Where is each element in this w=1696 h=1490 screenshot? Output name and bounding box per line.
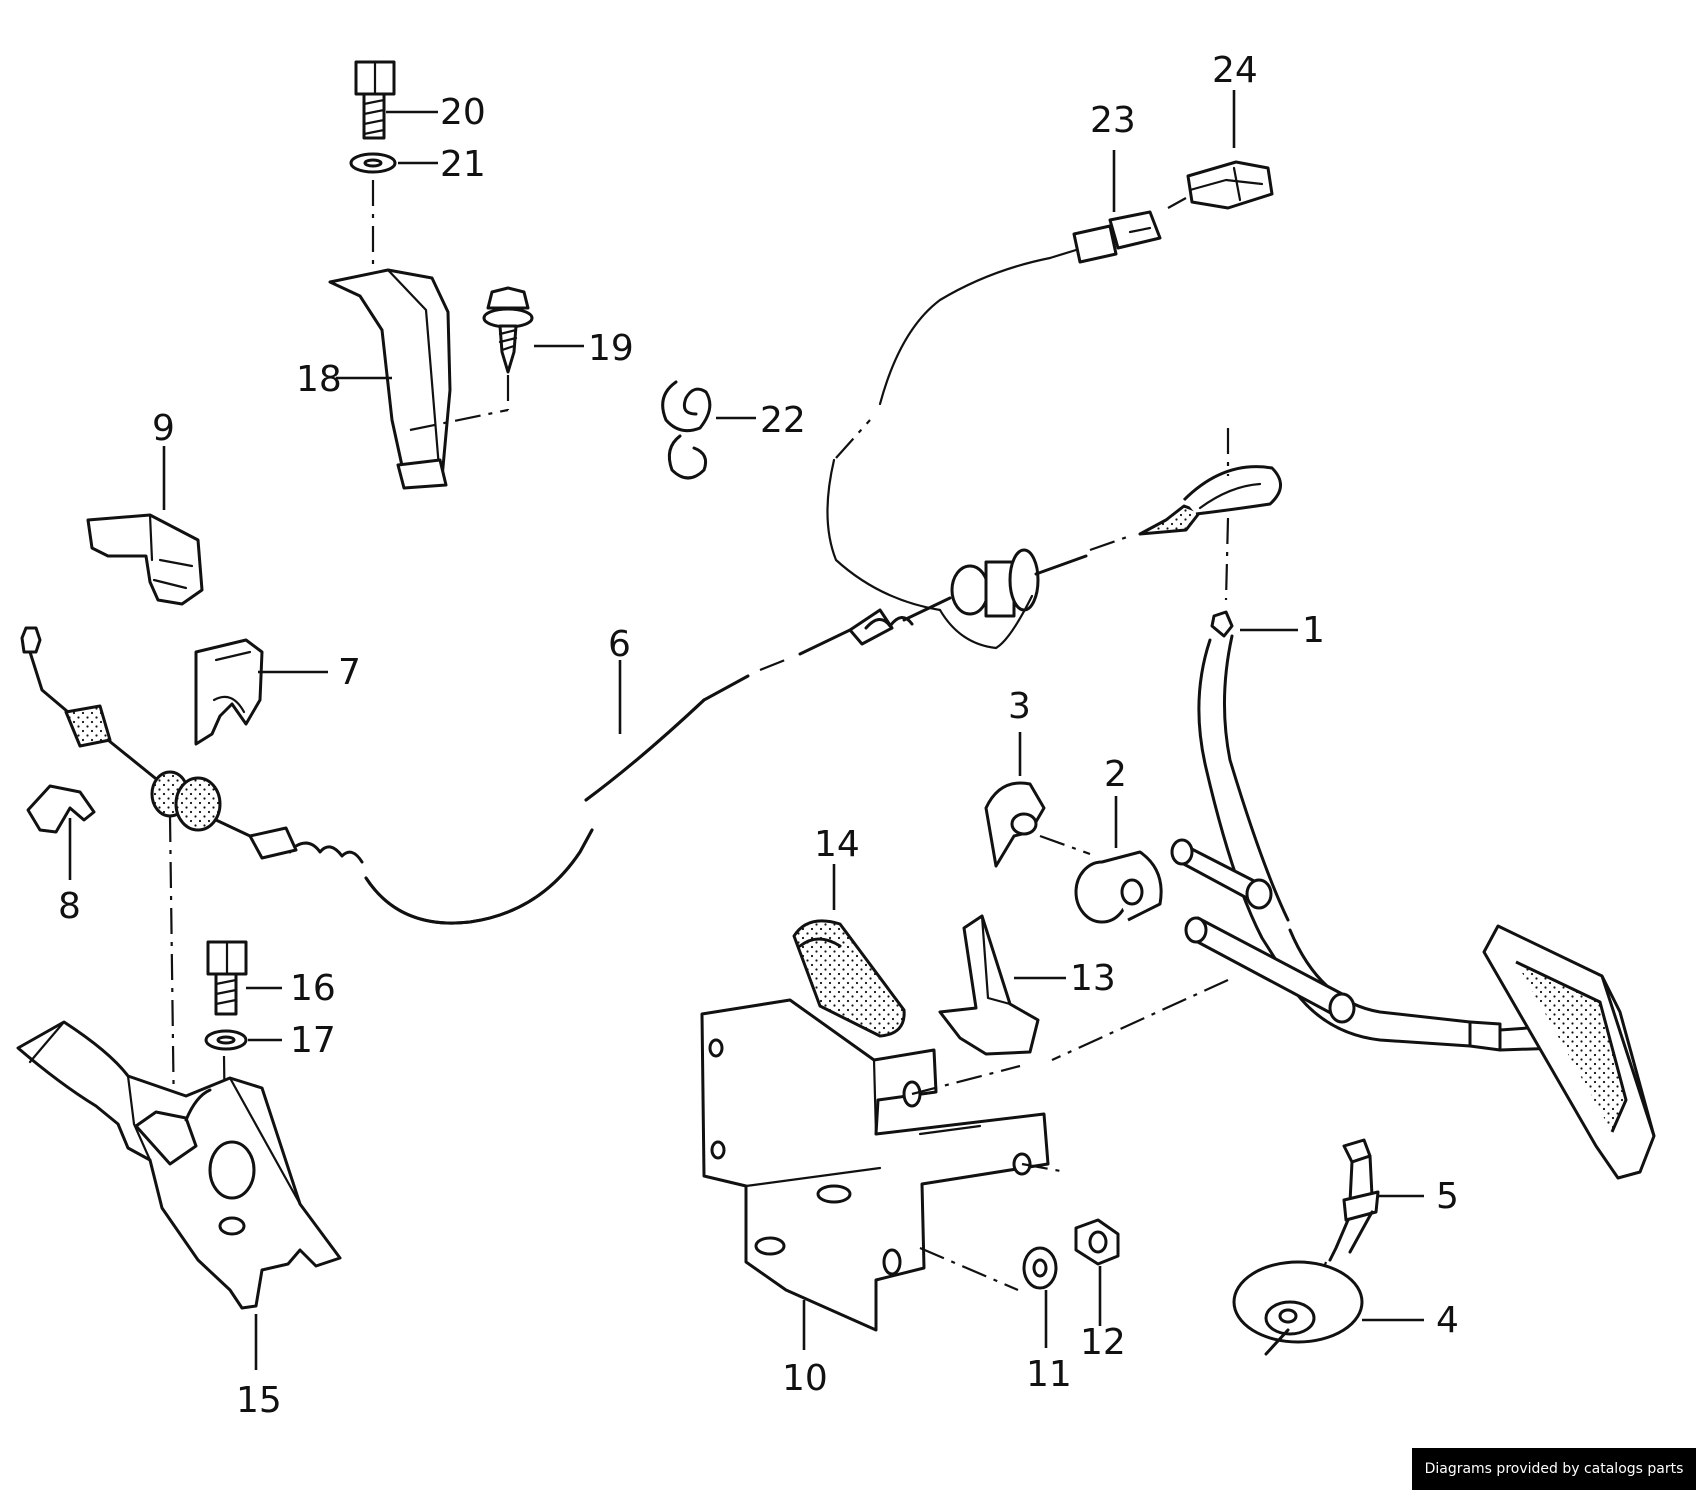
axis-line — [1224, 517, 1230, 601]
callout-11: 11 — [1026, 1354, 1072, 1395]
callout-10: 10 — [782, 1358, 828, 1399]
axis-line — [911, 978, 1229, 1292]
washer-17 — [204, 1029, 248, 1051]
callout-15: 15 — [236, 1380, 282, 1421]
watermark-credit: Diagrams provided by catalogs parts — [1412, 1448, 1696, 1490]
clip-8 — [26, 784, 96, 834]
callout-8: 8 — [58, 886, 81, 927]
callout-9: 9 — [152, 408, 175, 449]
axis-line — [1167, 197, 1187, 209]
callout-4: 4 — [1436, 1300, 1459, 1341]
callout-22: 22 — [760, 400, 806, 441]
stop-5 — [1328, 1138, 1380, 1262]
callout-7: 7 — [338, 652, 361, 693]
buffer-4 — [1232, 1260, 1364, 1356]
nut-plate-7 — [194, 638, 264, 746]
washer-11 — [1022, 1246, 1058, 1290]
nut-12 — [1074, 1218, 1120, 1266]
connector-24 — [1186, 160, 1274, 210]
callout-19: 19 — [588, 328, 634, 369]
callout-16: 16 — [290, 968, 336, 1009]
callout-17: 17 — [290, 1020, 336, 1061]
switch-wire — [826, 248, 1078, 650]
callout-23: 23 — [1090, 100, 1136, 141]
spring-clip-13 — [938, 914, 1040, 1056]
cable-bracket-15 — [16, 1020, 342, 1310]
accelerator-pedal-1 — [1197, 610, 1656, 1180]
callout-labels: 20 21 19 18 22 9 7 8 6 1 3 2 14 13 5 4 1… — [58, 50, 1459, 1421]
callout-1: 1 — [1302, 610, 1325, 651]
clip-22 — [661, 380, 712, 480]
callout-12: 12 — [1080, 1322, 1126, 1363]
callout-3: 3 — [1008, 686, 1031, 727]
callout-20: 20 — [440, 92, 486, 133]
bolt-20 — [354, 60, 396, 140]
bolt-16 — [206, 940, 248, 1016]
bush-2 — [1074, 850, 1163, 924]
callout-6: 6 — [608, 624, 631, 665]
connector-23 — [1072, 210, 1162, 264]
axis-line — [1039, 834, 1091, 856]
callout-2: 2 — [1104, 754, 1127, 795]
clip-3 — [984, 781, 1046, 868]
callout-24: 24 — [1212, 50, 1258, 91]
callout-21: 21 — [440, 144, 486, 185]
clip-9 — [86, 513, 204, 606]
accelerator-cable-6 — [20, 428, 1282, 925]
washer-21 — [349, 152, 397, 174]
callout-5: 5 — [1436, 1176, 1459, 1217]
axis-line — [409, 408, 509, 432]
screw-19 — [482, 286, 534, 374]
callout-14: 14 — [814, 824, 860, 865]
pedal-pad-14 — [792, 919, 906, 1038]
callout-13: 13 — [1070, 958, 1116, 999]
pivot-pin — [1170, 838, 1356, 1024]
axis-line — [168, 815, 176, 1121]
callout-18: 18 — [296, 359, 342, 400]
leader-lines — [68, 90, 1424, 1370]
pedal-bracket-10 — [700, 998, 1050, 1332]
